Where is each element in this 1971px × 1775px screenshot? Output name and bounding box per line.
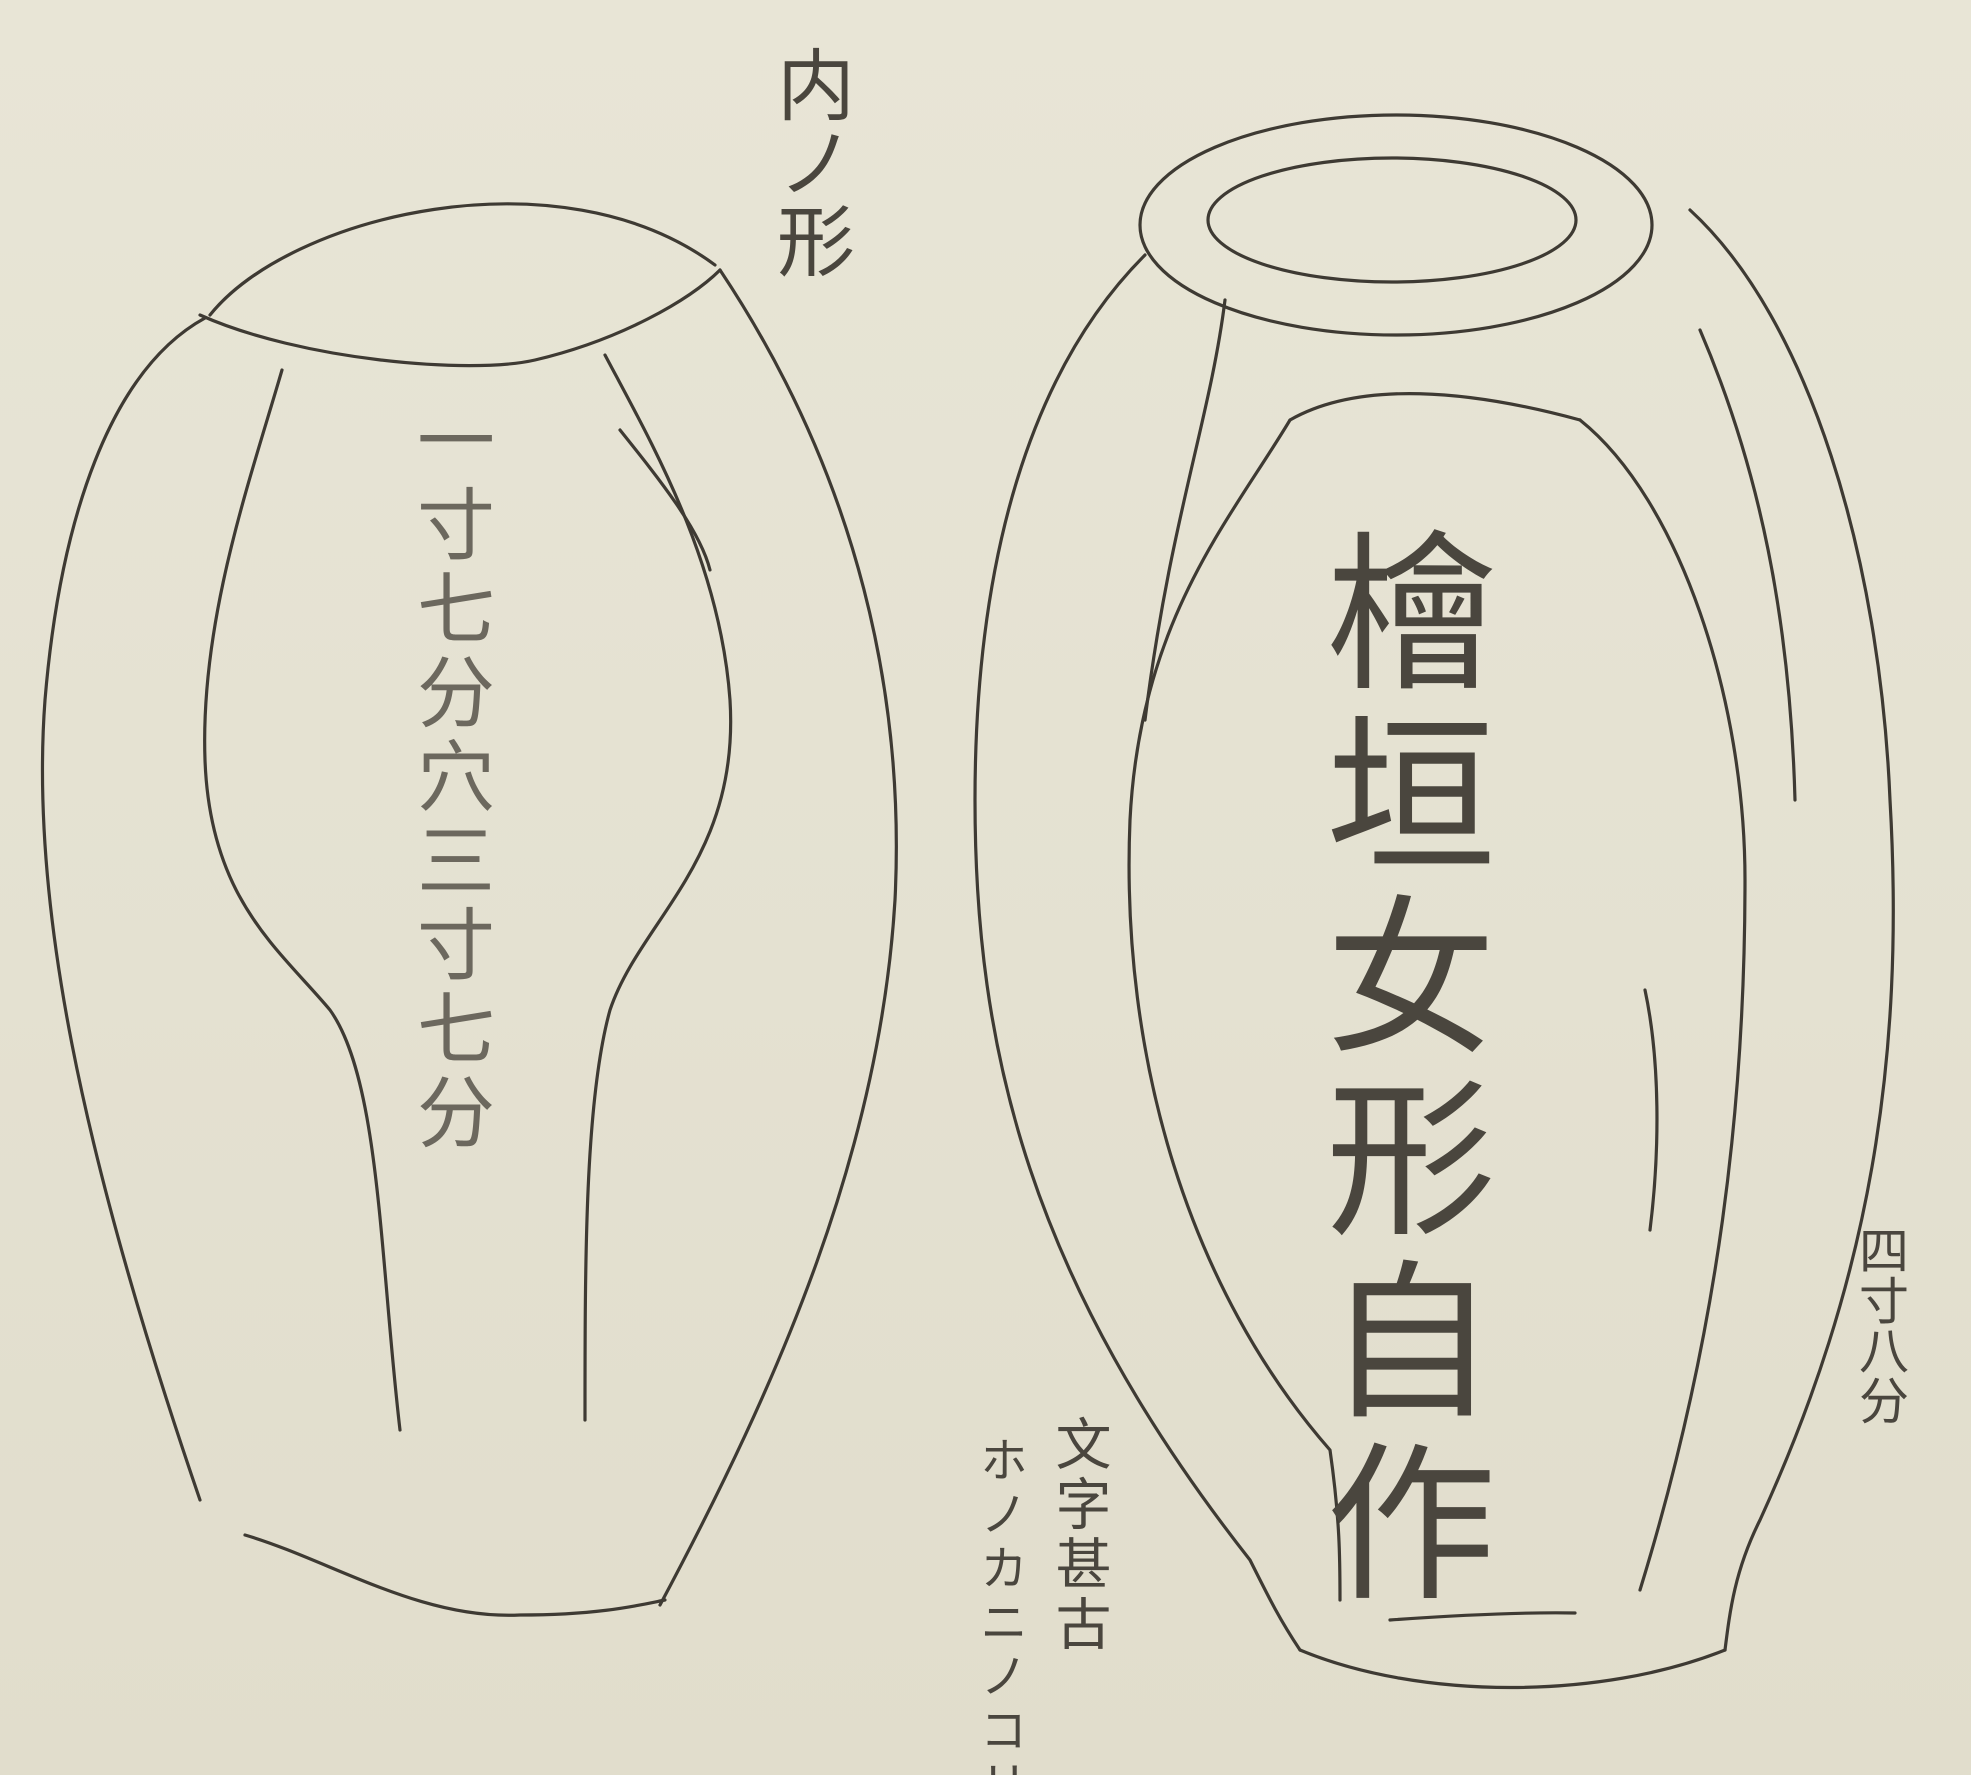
main-inscription: 檜垣女形自作 [1296, 525, 1494, 1617]
right-vessel-outline [973, 113, 1895, 1690]
right-measurement-text: 四寸八分 [1851, 1225, 1909, 1425]
left-measurement-text: 一寸七分穴三寸七分 [404, 400, 494, 1156]
note-column-1: 文字甚古 [1046, 1415, 1111, 1655]
inner-shape-label: 内ノ形 [764, 45, 854, 279]
note-column-2: ホノカニノコリ [971, 1435, 1027, 1775]
left-vessel-outline [40, 202, 898, 1617]
